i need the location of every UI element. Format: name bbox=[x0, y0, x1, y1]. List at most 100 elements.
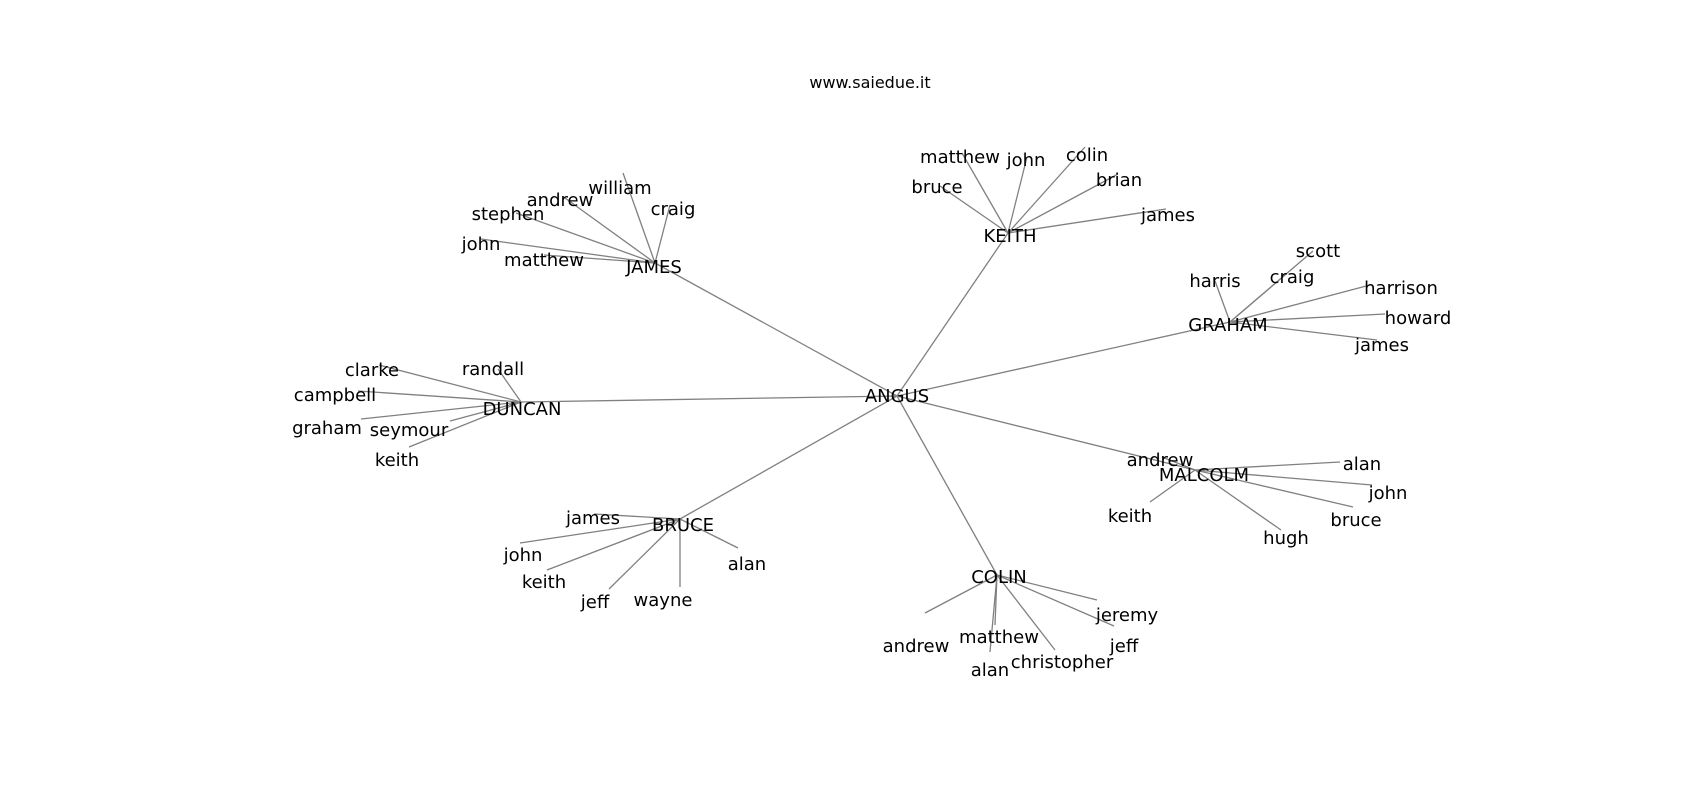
leaf-node-label: alan bbox=[971, 660, 1009, 681]
leaf-node-label: wayne bbox=[634, 590, 693, 611]
leaf-node-label: bruce bbox=[1330, 510, 1381, 531]
leaf-node-label: james bbox=[1140, 205, 1195, 226]
group-node-label: JAMES bbox=[625, 257, 682, 278]
edge-bruce-to-jeff bbox=[608, 518, 681, 590]
leaf-node-label: james bbox=[1354, 335, 1409, 356]
leaf-node-label: alan bbox=[728, 554, 766, 575]
edge-keith-to-colin bbox=[1007, 146, 1086, 234]
edge-root-to-keith bbox=[896, 232, 1009, 397]
edge-graham-to-howard bbox=[1229, 313, 1386, 323]
leaf-node-label: scott bbox=[1296, 241, 1340, 262]
edge-keith-to-john bbox=[1007, 156, 1028, 234]
leaf-node-label: james bbox=[565, 508, 620, 529]
edge-keith-to-bruce bbox=[939, 185, 1009, 234]
edge-keith-to-matthew bbox=[961, 152, 1009, 234]
edge-colin-to-christopher bbox=[996, 574, 1056, 651]
edge-james-to-john bbox=[480, 238, 656, 264]
leaf-node-label: andrew bbox=[883, 636, 950, 657]
edge-keith-to-brian bbox=[1007, 173, 1119, 234]
leaf-node-label: seymour bbox=[370, 420, 449, 441]
edge-james-to-stephen bbox=[515, 212, 656, 264]
edge-graham-to-james bbox=[1229, 321, 1378, 341]
group-node-label: COLIN bbox=[971, 567, 1027, 588]
edge-malcolm-to-keith bbox=[1149, 469, 1196, 503]
edge-layer bbox=[357, 146, 1386, 653]
edge-graham-to-harris bbox=[1214, 280, 1231, 323]
leaf-node-label: matthew bbox=[920, 147, 1000, 168]
edge-malcolm-to-alan bbox=[1194, 461, 1341, 471]
leaf-node-label: clarke bbox=[345, 360, 399, 381]
edge-james-to-matthew bbox=[543, 254, 656, 264]
leaf-node-label: william bbox=[588, 178, 651, 199]
leaf-node-label: harrison bbox=[1364, 278, 1438, 299]
leaf-node-label: alan bbox=[1343, 454, 1381, 475]
leaf-node-label: jeremy bbox=[1095, 605, 1159, 626]
leaf-node-label: matthew bbox=[504, 250, 584, 271]
leaf-node-label: campbell bbox=[294, 385, 376, 406]
leaf-node-label: harris bbox=[1189, 271, 1240, 292]
leaf-node-label: bruce bbox=[911, 177, 962, 198]
group-node-label: KEITH bbox=[983, 226, 1036, 247]
leaf-node-label: john bbox=[503, 545, 543, 566]
group-node-label: DUNCAN bbox=[483, 399, 562, 420]
leaf-node-label: graham bbox=[292, 418, 362, 439]
leaf-node-label: craig bbox=[651, 199, 696, 220]
edge-root-to-bruce bbox=[679, 395, 898, 520]
edge-colin-to-jeff bbox=[996, 574, 1115, 627]
edge-keith-to-james bbox=[1007, 208, 1167, 234]
leaf-node-label: john bbox=[461, 234, 501, 255]
edge-duncan-to-clarke bbox=[378, 364, 522, 403]
group-node-label: GRAHAM bbox=[1188, 315, 1267, 336]
edge-duncan-to-graham bbox=[360, 401, 522, 420]
leaf-node-label: keith bbox=[375, 450, 419, 471]
edge-malcolm-to-andrew bbox=[1161, 456, 1196, 471]
leaf-node-label: howard bbox=[1385, 308, 1452, 329]
leaf-node-label: craig bbox=[1270, 267, 1315, 288]
leaf-node-label: andrew bbox=[1127, 450, 1194, 471]
site-watermark: www.saiedue.it bbox=[809, 73, 930, 92]
leaf-node-label: john bbox=[1006, 150, 1046, 171]
edge-duncan-to-seymour bbox=[449, 401, 522, 422]
edge-duncan-to-campbell bbox=[357, 390, 522, 403]
edge-bruce-to-james bbox=[593, 513, 681, 520]
edge-malcolm-to-hugh bbox=[1194, 469, 1282, 531]
edge-root-to-james bbox=[654, 262, 898, 397]
leaf-node-label: jeff bbox=[1109, 636, 1139, 657]
edge-root-to-duncan bbox=[520, 395, 898, 403]
edge-graham-to-craig bbox=[1229, 274, 1286, 323]
edge-malcolm-to-bruce bbox=[1194, 469, 1354, 508]
edge-duncan-to-keith bbox=[408, 401, 522, 448]
leaf-node-label: randall bbox=[462, 359, 524, 380]
leaf-node-label: brian bbox=[1096, 170, 1142, 191]
edge-bruce-to-john bbox=[519, 518, 681, 544]
edge-root-to-colin bbox=[896, 395, 998, 576]
group-node-label: BRUCE bbox=[652, 515, 714, 536]
group-node-label: MALCOLM bbox=[1159, 465, 1249, 486]
leaf-node-label: john bbox=[1368, 483, 1408, 504]
edge-malcolm-to-john bbox=[1194, 469, 1373, 486]
edge-graham-to-harrison bbox=[1229, 284, 1371, 323]
leaf-node-label: andrew bbox=[527, 190, 594, 211]
leaf-node-label: colin bbox=[1066, 145, 1108, 166]
edge-colin-to-jeremy bbox=[996, 574, 1098, 601]
leaf-node-label: christopher bbox=[1011, 652, 1114, 673]
root-node-label: ANGUS bbox=[865, 386, 929, 407]
leaf-node-label: stephen bbox=[472, 204, 545, 225]
leaf-node-label: matthew bbox=[959, 627, 1039, 648]
edge-colin-to-andrew bbox=[924, 574, 998, 614]
leaf-node-label: keith bbox=[1108, 506, 1152, 527]
edge-james-to-andrew bbox=[564, 197, 656, 264]
leaf-node-label: keith bbox=[522, 572, 566, 593]
leaf-node-label: hugh bbox=[1263, 528, 1309, 549]
edge-root-to-malcolm bbox=[896, 395, 1196, 471]
edge-duncan-to-randall bbox=[497, 368, 522, 403]
edge-james-to-william bbox=[622, 172, 656, 264]
edge-colin-to-alan bbox=[989, 574, 998, 653]
edge-root-to-graham bbox=[896, 321, 1231, 397]
edge-james-to-craig bbox=[654, 204, 671, 264]
edge-bruce-to-alan bbox=[679, 518, 739, 549]
leaf-node-label: jeff bbox=[580, 592, 610, 613]
edge-bruce-to-keith bbox=[546, 518, 681, 571]
